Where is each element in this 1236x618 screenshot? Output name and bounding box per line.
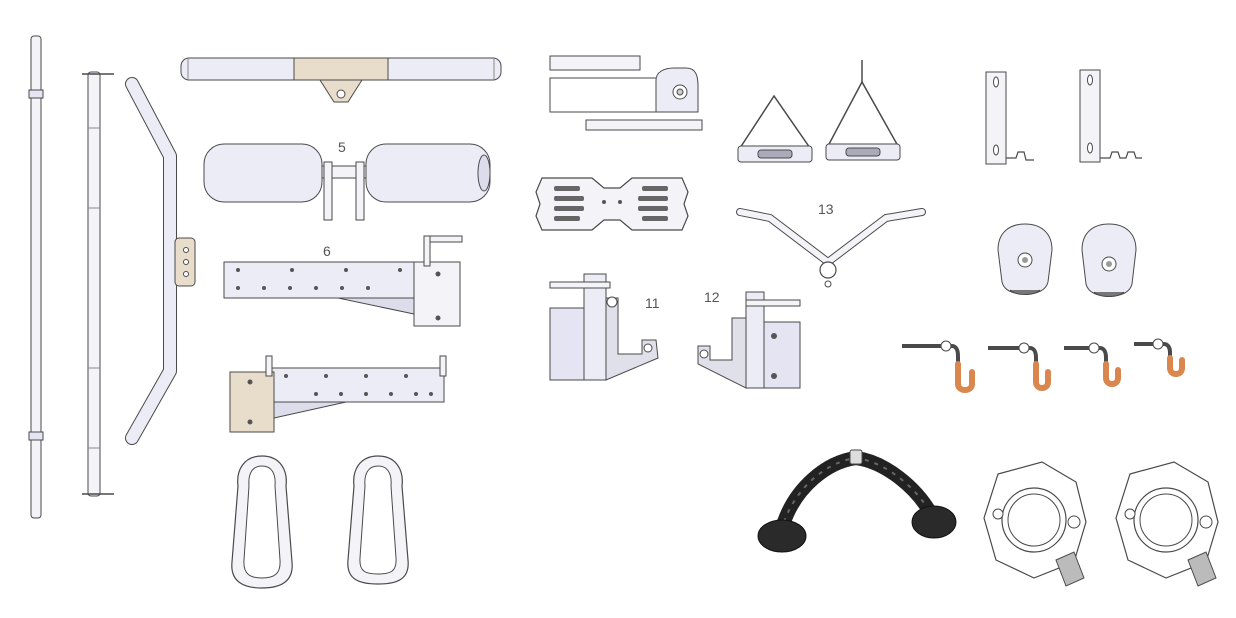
- copper-hook-4: [1134, 338, 1185, 377]
- curved-lat-bar: [125, 77, 196, 445]
- barbell-collar-left: [983, 461, 1087, 587]
- part-label-12: 12: [704, 289, 720, 305]
- triangle-handle-right: [825, 60, 901, 161]
- wall-bracket-left: [985, 71, 1034, 165]
- straight-handle-bar: [180, 57, 502, 103]
- part-label-5: 5: [338, 139, 346, 155]
- barbell-collar-right: [1115, 461, 1219, 587]
- part-label-6: 6: [323, 243, 331, 259]
- straight-bar: [28, 35, 44, 519]
- safety-arm: [229, 355, 447, 433]
- triangle-handle-left: [737, 94, 813, 163]
- long-cable-bar: [82, 71, 114, 497]
- copper-hook-3: [1064, 342, 1121, 387]
- j-hook-right: [697, 291, 801, 389]
- tricep-rope: [757, 449, 957, 553]
- v-bar-handle: [736, 208, 926, 288]
- carabiner-left: [231, 455, 293, 589]
- wall-bracket-right: [1079, 69, 1142, 163]
- pulley-bracket: [549, 55, 703, 131]
- j-hook-left: [549, 273, 659, 381]
- part-label-13: 13: [818, 201, 834, 217]
- leg-roller-pad: [203, 143, 491, 221]
- j-hook-arm: [223, 235, 463, 327]
- copper-hook-1: [902, 340, 975, 393]
- bumper-cap-right: [1081, 223, 1137, 297]
- bumper-cap-left: [997, 223, 1053, 295]
- part-label-11: 11: [645, 295, 660, 311]
- mounting-plate: [535, 177, 689, 231]
- copper-hook-2: [988, 342, 1051, 391]
- carabiner-right: [347, 455, 409, 585]
